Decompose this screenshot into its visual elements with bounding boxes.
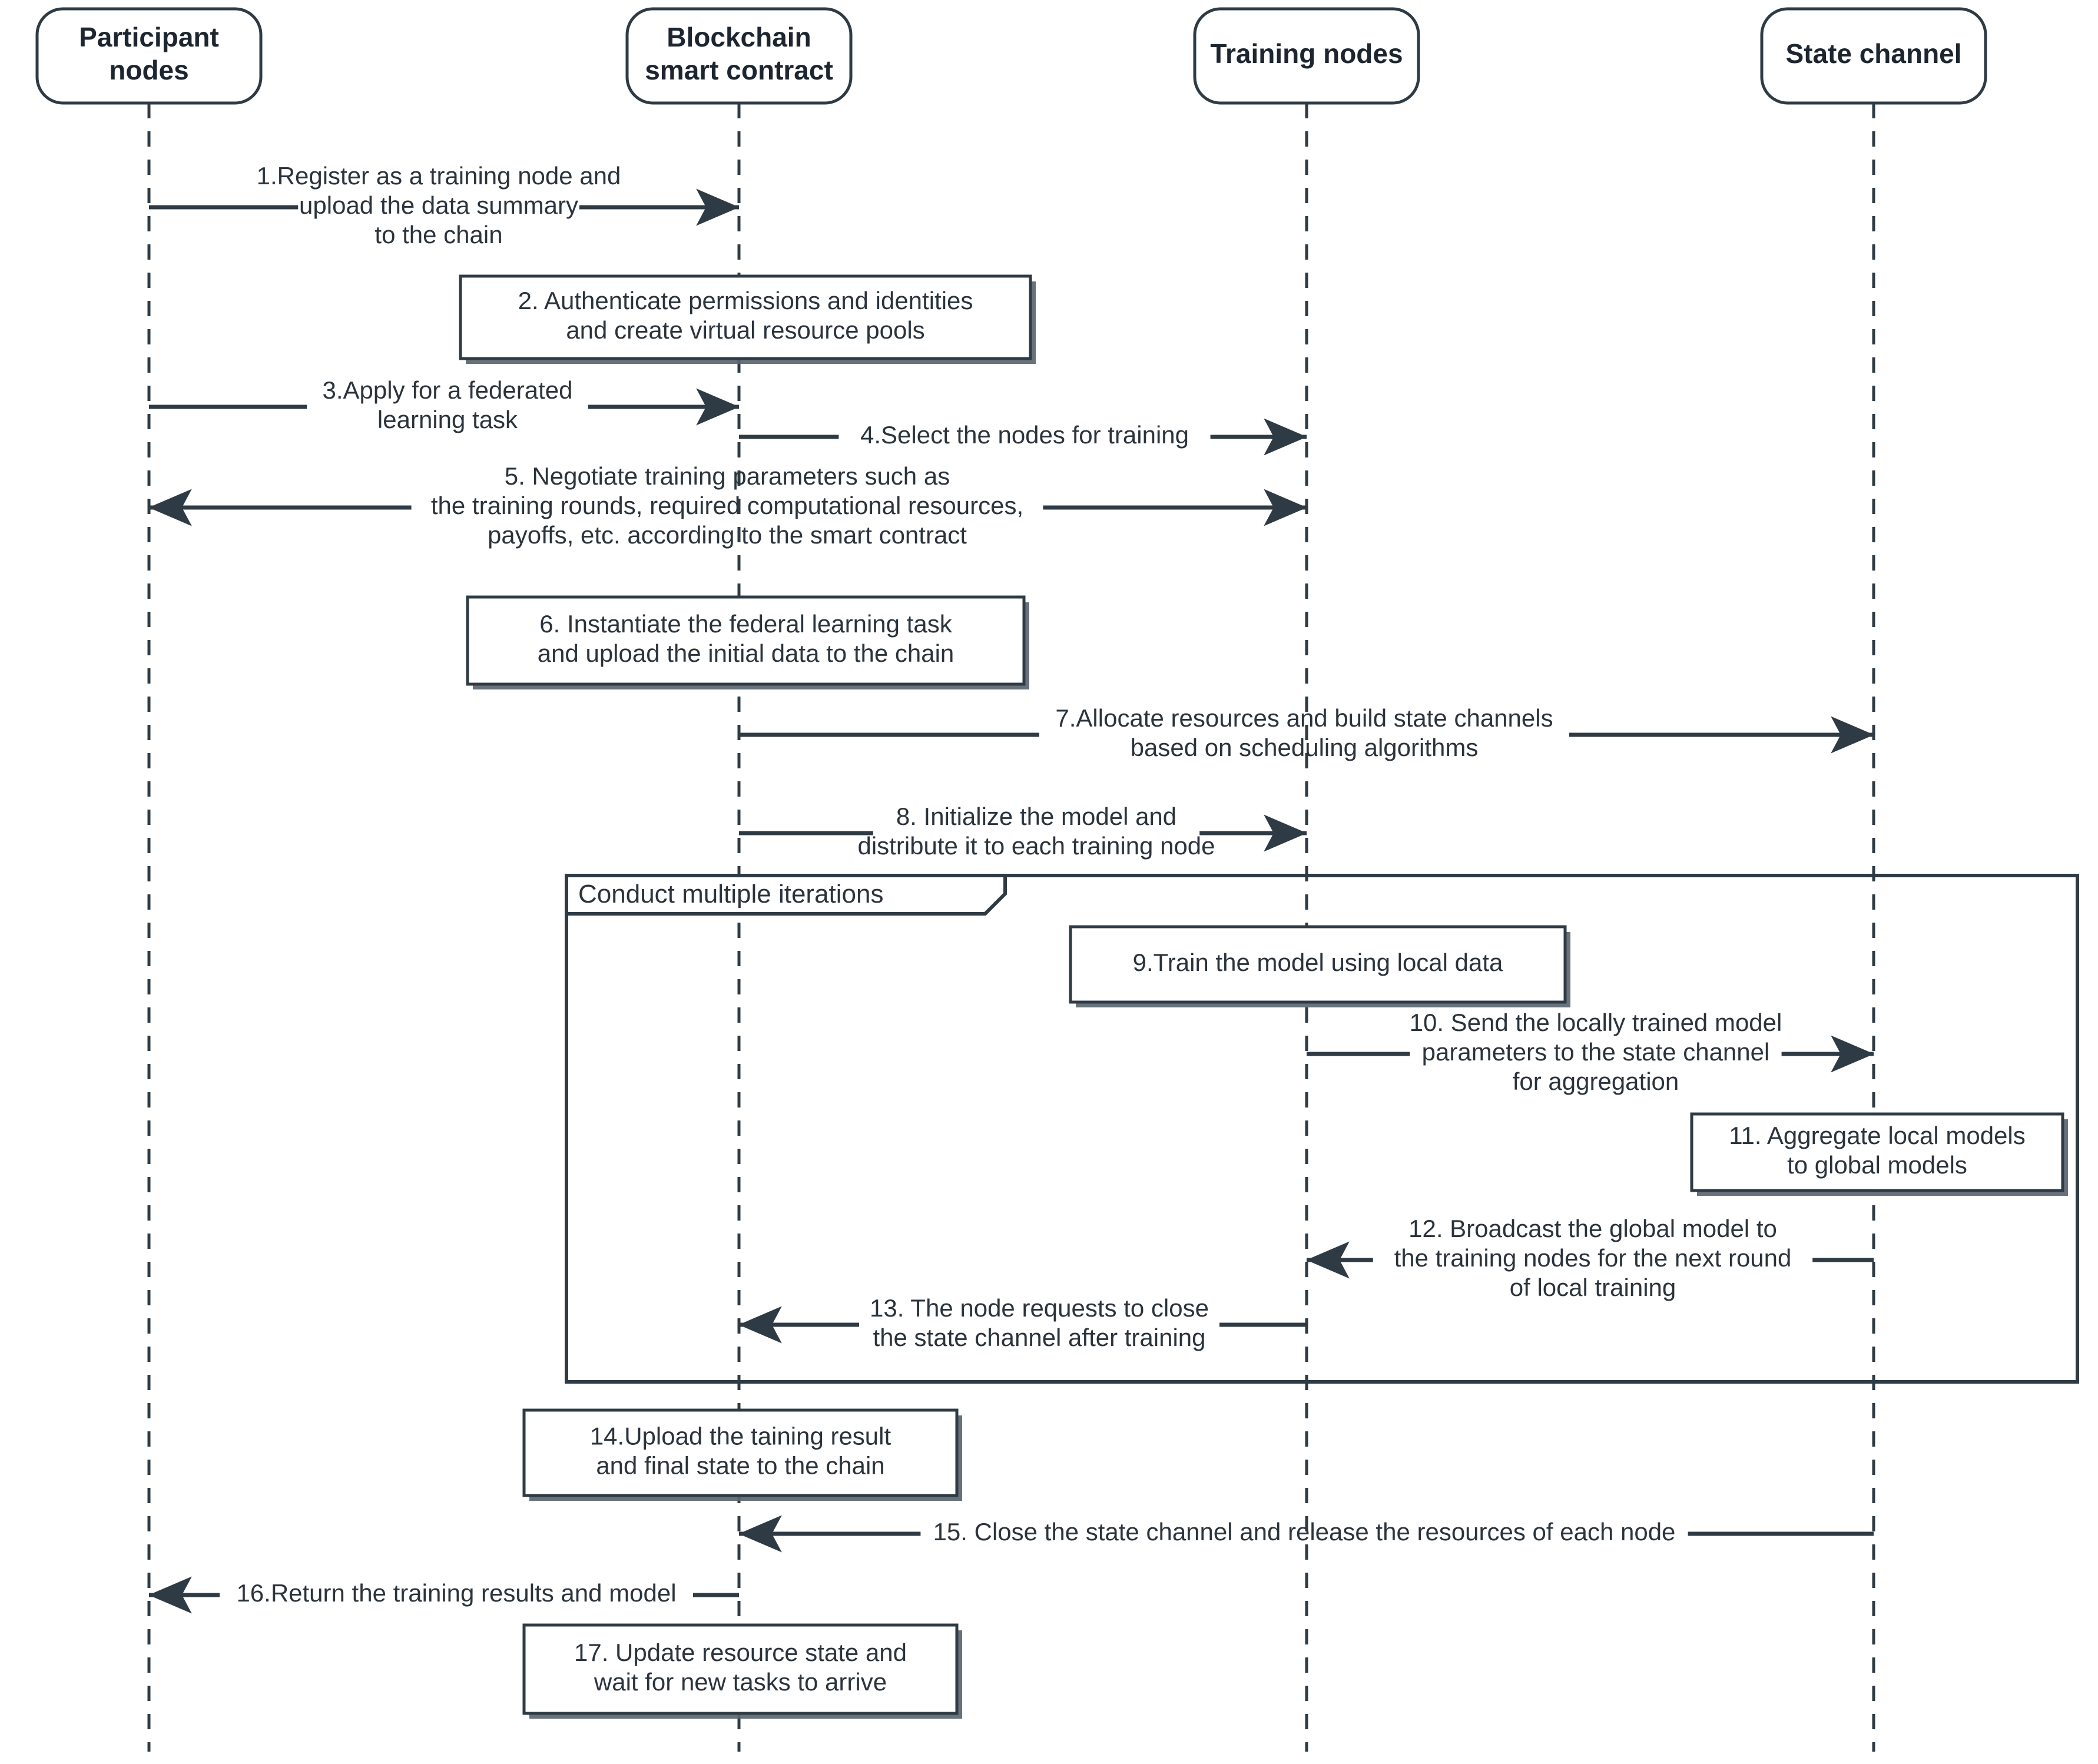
fragment-border bbox=[565, 874, 2079, 1384]
message-label-7: 7.Allocate resources and build state cha… bbox=[1055, 704, 1553, 761]
lifeline-head-label-training: Training nodes bbox=[1210, 38, 1403, 69]
note-box-14 bbox=[522, 1408, 959, 1497]
message-label-16: 16.Return the training results and model bbox=[236, 1579, 676, 1607]
note-label-6: 6. Instantiate the federal learning task… bbox=[538, 610, 954, 667]
message-16: 16.Return the training results and model bbox=[148, 1576, 739, 1614]
lifeline-head-training[interactable]: Training nodes bbox=[1193, 7, 1420, 105]
lifeline-head-box-statechannel[interactable] bbox=[1760, 7, 1987, 105]
lifeline-head-box-participant[interactable] bbox=[35, 7, 263, 105]
note-box-11 bbox=[1690, 1112, 2064, 1192]
message-15: 15. Close the state channel and release … bbox=[738, 1515, 1874, 1553]
lifeline-head-box-blockchain[interactable] bbox=[625, 7, 853, 105]
note-2: 2. Authenticate permissions and identiti… bbox=[459, 274, 1036, 364]
combined-fragment-loop: Conduct multiple iterations bbox=[565, 874, 2079, 1384]
note-6: 6. Instantiate the federal learning task… bbox=[466, 595, 1029, 689]
message-label-15: 15. Close the state channel and release … bbox=[933, 1518, 1676, 1546]
notes-layer: 2. Authenticate permissions and identiti… bbox=[459, 274, 2068, 1719]
note-9: 9.Train the model using local data bbox=[1069, 925, 1570, 1007]
message-label-5: 5. Negotiate training parameters such as… bbox=[431, 462, 1023, 549]
fragment-label: Conduct multiple iterations bbox=[578, 880, 883, 908]
note-box-6 bbox=[466, 595, 1026, 686]
message-4: 4.Select the nodes for training bbox=[739, 418, 1307, 456]
lifeline-head-box-training[interactable] bbox=[1193, 7, 1420, 105]
note-box-9 bbox=[1069, 925, 1567, 1004]
note-box-17 bbox=[522, 1623, 959, 1715]
note-label-2: 2. Authenticate permissions and identiti… bbox=[518, 287, 973, 344]
message-label-4: 4.Select the nodes for training bbox=[860, 421, 1189, 449]
fragment-label-tab bbox=[565, 874, 1007, 916]
message-5: 5. Negotiate training parameters such as… bbox=[148, 462, 1307, 549]
message-7: 7.Allocate resources and build state cha… bbox=[739, 704, 1874, 761]
note-box-2 bbox=[459, 274, 1032, 360]
note-label-9: 9.Train the model using local data bbox=[1133, 949, 1503, 976]
combined-fragment-layer: Conduct multiple iterations bbox=[565, 874, 2079, 1384]
lifeline-head-label-statechannel: State channel bbox=[1785, 38, 1961, 69]
lifeline-head-statechannel[interactable]: State channel bbox=[1760, 7, 1987, 105]
